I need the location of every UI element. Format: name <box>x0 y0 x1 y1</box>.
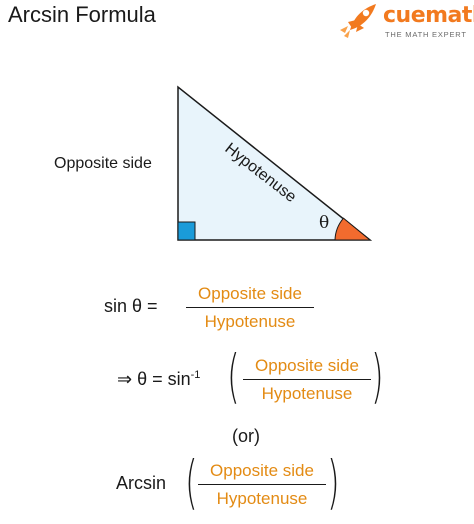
fraction-1-bar <box>186 307 314 309</box>
angle-marker <box>334 217 372 241</box>
theta-equals-arcsin: ⇒ θ = sin-1 <box>117 369 200 390</box>
fraction-2-denominator: Hypotenuse <box>261 384 353 404</box>
fraction-3-denominator: Hypotenuse <box>216 489 308 509</box>
page-title: Arcsin Formula <box>8 2 156 27</box>
left-paren-3: ( <box>185 448 198 516</box>
fraction-3-bar <box>198 484 326 486</box>
fraction-2: Opposite side Hypotenuse <box>243 356 371 404</box>
cuemath-logo: cuemath THE MATH EXPERT <box>336 0 474 46</box>
fraction-1: Opposite side Hypotenuse <box>186 284 314 332</box>
angle-theta-label: θ <box>319 213 330 233</box>
right-paren-3: ) <box>327 448 340 516</box>
sin-theta-lhs: sin θ = <box>104 296 158 316</box>
brand-name: cuemath <box>383 3 474 28</box>
theta-prefix-text: ⇒ θ = sin <box>117 369 191 389</box>
left-paren-2: ( <box>227 342 240 410</box>
right-paren-2: ) <box>371 342 384 410</box>
inverse-superscript: -1 <box>190 369 201 381</box>
arcsin-label: Arcsin <box>116 473 167 493</box>
fraction-3-numerator: Opposite side <box>210 461 314 480</box>
fraction-1-denominator: Hypotenuse <box>204 312 296 332</box>
right-angle-marker <box>177 221 196 241</box>
fraction-1-numerator: Opposite side <box>198 284 302 303</box>
fraction-3: Opposite side Hypotenuse <box>198 461 326 509</box>
fraction-2-bar <box>243 379 371 381</box>
triangle-shape <box>177 85 373 241</box>
opposite-side-label: Opposite side <box>54 155 152 172</box>
rocket-icon <box>340 4 376 38</box>
or-text: (or) <box>232 426 260 446</box>
fraction-2-numerator: Opposite side <box>255 356 359 375</box>
brand-tagline: THE MATH EXPERT <box>385 30 467 39</box>
